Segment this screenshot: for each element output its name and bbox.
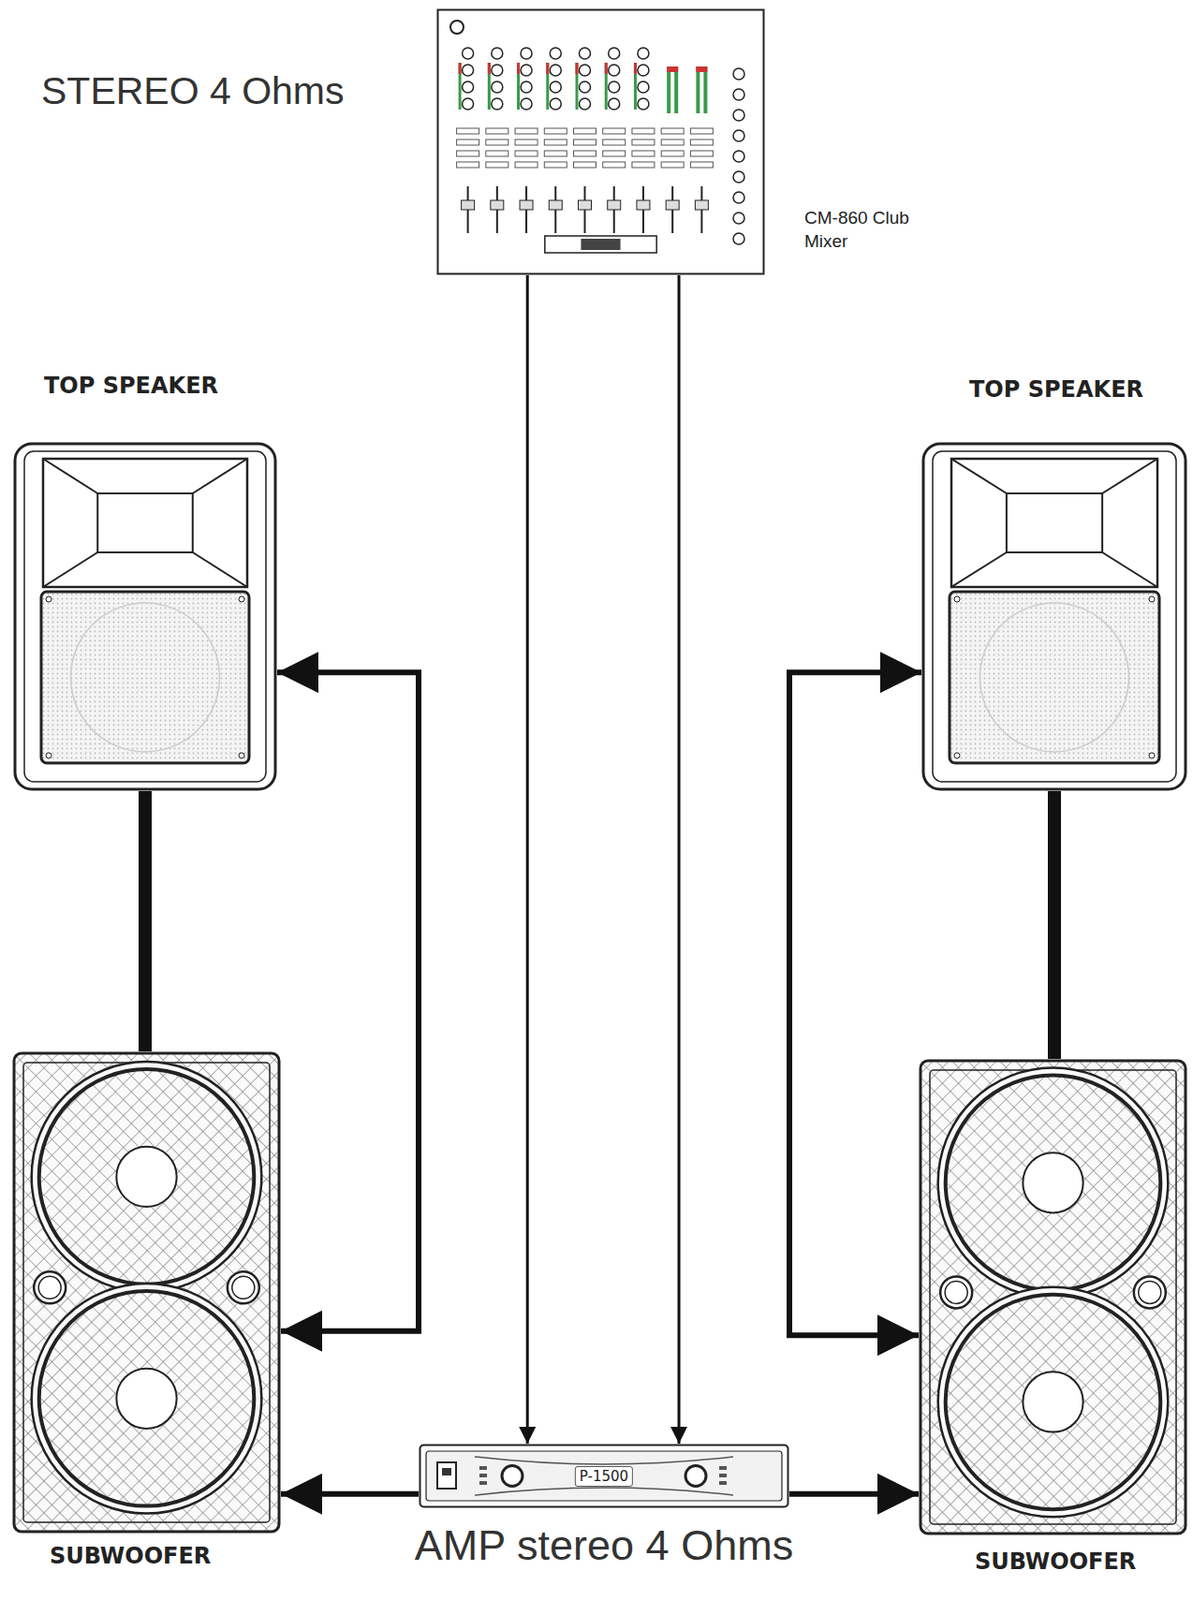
model-label: P-1500	[574, 1466, 634, 1488]
club-mixer: CM-860 Club Mixer	[436, 8, 766, 276]
top-speaker-drawing	[13, 441, 278, 792]
node-label: SUBWOOFER	[49, 1543, 211, 1570]
node-label: AMP stereo 4 Ohms	[414, 1521, 794, 1571]
top-speaker: TOP SPEAKER	[13, 441, 278, 792]
subwoofer-drawing	[12, 1051, 281, 1534]
signal-cable	[789, 1491, 919, 1498]
power-amplifier: P-1500AMP stereo 4 Ohms	[418, 1443, 790, 1509]
club-mixer-drawing	[436, 8, 766, 276]
top-speaker: TOP SPEAKER	[921, 441, 1188, 792]
speaker-pole	[138, 791, 152, 1052]
node-label: TOP SPEAKER	[969, 376, 1144, 403]
subwoofer: SUBWOOFER	[918, 1059, 1188, 1536]
node-label: SUBWOOFER	[974, 1548, 1136, 1576]
top-speaker-drawing	[921, 441, 1188, 792]
node-label: CM-860 Club Mixer	[804, 206, 915, 253]
signal-cable	[280, 1491, 419, 1498]
signal-cable	[677, 275, 681, 1444]
subwoofer-drawing	[918, 1059, 1188, 1536]
diagram-title: STEREO 4 Ohms	[41, 69, 345, 114]
speaker-pole	[1047, 791, 1061, 1060]
signal-cable	[526, 275, 530, 1444]
signal-cable	[277, 672, 419, 1332]
node-label: TOP SPEAKER	[44, 372, 219, 399]
subwoofer: SUBWOOFER	[12, 1051, 281, 1534]
signal-cable	[789, 672, 922, 1336]
